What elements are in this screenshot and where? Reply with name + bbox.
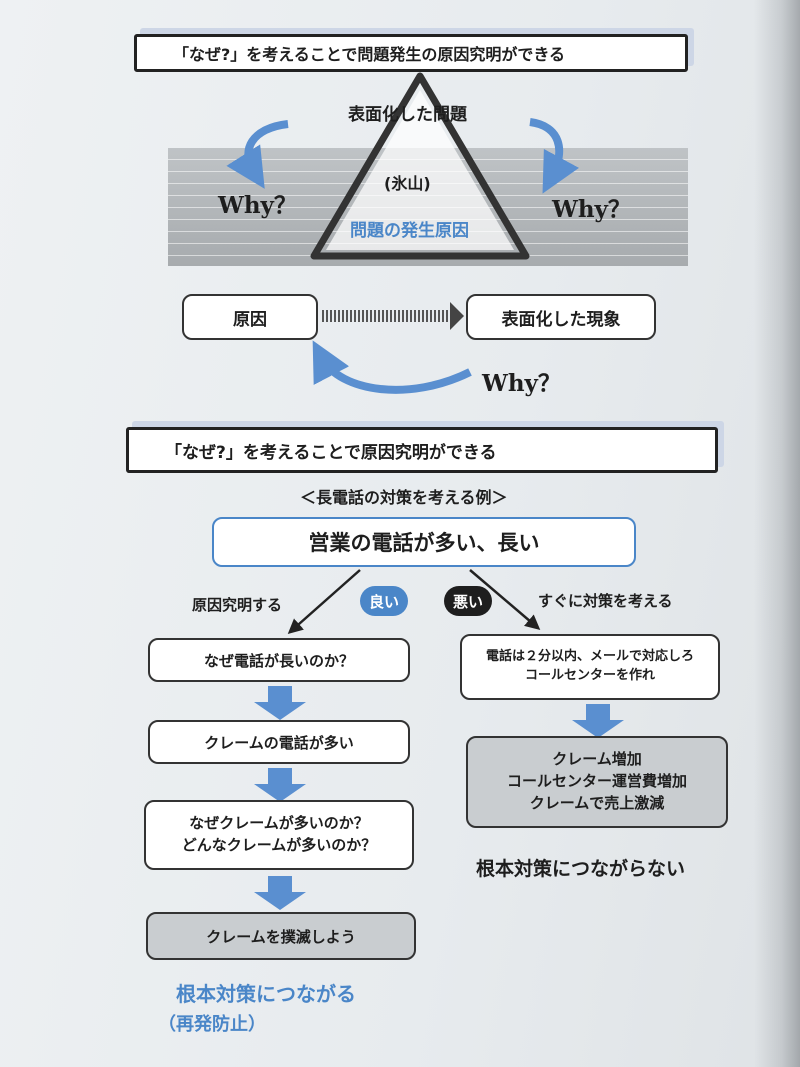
left-result-sub: （再発防止） xyxy=(158,1014,266,1035)
section1-header: 「なぜ?」を考えることで問題発生の原因究明ができる xyxy=(134,34,688,72)
good-badge: 良い xyxy=(360,586,408,616)
right-branch-line xyxy=(469,569,541,630)
right-result: 根本対策につながらない xyxy=(476,858,686,880)
left-step-2-text: クレームの電話が多い xyxy=(204,733,354,752)
iceberg-edge-right xyxy=(417,74,529,258)
why-left-label: Why？ xyxy=(218,192,297,219)
iceberg-top-label: 表面化した問題 xyxy=(348,105,467,125)
why-bottom-label: Why？ xyxy=(482,370,561,397)
phenomenon-box: 表面化した現象 xyxy=(466,294,656,340)
down-arrow-3 xyxy=(254,876,306,910)
left-step-3: なぜクレームが多いのか？ どんなクレームが多いのか？ xyxy=(144,800,414,870)
left-step-4: クレームを撲滅しよう xyxy=(146,912,416,960)
iceberg-name-label: (氷山) xyxy=(384,174,431,193)
why-right-label: Why？ xyxy=(552,196,631,223)
top-problem-text: 営業の電話が多い、長い xyxy=(308,531,540,555)
section2-header-text: 「なぜ?」を考えることで原因究明ができる xyxy=(165,442,497,463)
right-step-2-text: クレーム増加 コールセンター運営費増加 クレームで売上激減 xyxy=(506,750,687,812)
right-step-1-text: 電話は２分以内、メールで対応しろ コールセンターを作れ xyxy=(485,649,694,683)
why-right-curved-arrow xyxy=(529,118,580,194)
section1-header-text: 「なぜ?」を考えることで問題発生の原因究明ができる xyxy=(173,45,566,64)
page-spine-shadow xyxy=(754,0,800,1067)
iceberg-edge-left xyxy=(311,74,423,258)
good-badge-text: 良い xyxy=(368,592,399,611)
bad-badge: 悪い xyxy=(444,586,492,616)
left-step-3-text: なぜクレームが多いのか？ どんなクレームが多いのか？ xyxy=(181,814,377,854)
why-bottom-curved-arrow xyxy=(312,340,472,394)
left-step-4-text: クレームを撲滅しよう xyxy=(206,927,356,946)
top-problem-box: 営業の電話が多い、長い xyxy=(212,517,636,567)
left-result: 根本対策につながる xyxy=(176,982,356,1006)
connector-arrowhead xyxy=(450,302,464,330)
left-step-2: クレームの電話が多い xyxy=(148,720,410,764)
right-down-arrow xyxy=(572,704,624,738)
right-step-1: 電話は２分以内、メールで対応しろ コールセンターを作れ xyxy=(460,634,720,700)
why-left-curved-arrow xyxy=(226,120,289,189)
example-subtitle: ＜長電話の対策を考える例＞ xyxy=(300,488,508,507)
left-down-arrows xyxy=(254,686,306,910)
down-arrow-1 xyxy=(254,686,306,720)
left-branch-label: 原因究明する xyxy=(192,596,283,614)
iceberg-inner xyxy=(326,90,514,250)
down-arrow-2 xyxy=(254,768,306,802)
section2-header: 「なぜ?」を考えることで原因究明ができる xyxy=(126,427,718,473)
left-step-1: なぜ電話が長いのか？ xyxy=(148,638,410,682)
left-step-1-text: なぜ電話が長いのか？ xyxy=(203,651,354,670)
cause-box: 原因 xyxy=(182,294,318,340)
iceberg-cause-label: 問題の発生原因 xyxy=(350,221,469,241)
bad-badge-text: 悪い xyxy=(452,592,483,611)
cause-box-text: 原因 xyxy=(233,309,267,330)
right-branch-label: すぐに対策を考える xyxy=(538,592,673,610)
left-branch-line xyxy=(287,569,361,634)
phenomenon-box-text: 表面化した現象 xyxy=(501,309,621,330)
right-step-2: クレーム増加 コールセンター運営費増加 クレームで売上激減 xyxy=(466,736,728,828)
